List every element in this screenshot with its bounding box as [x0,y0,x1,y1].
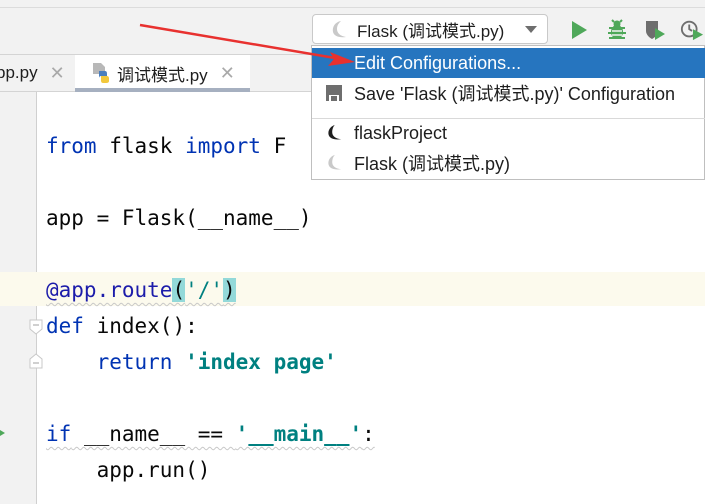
run-button[interactable] [567,18,591,42]
code-line-7: app.run() [46,458,211,482]
run-with-coverage-button[interactable] [643,18,667,42]
tab-debug-mode-py[interactable]: 调试模式.py ✕ [75,55,250,92]
code-line-2: app = Flask(__name__) [46,206,312,230]
tab-label: 调试模式.py [117,65,208,85]
run-gutter-icon[interactable] [0,428,6,438]
tab-label: pp.py [0,63,38,82]
code-line-3: @app.route('/') [46,278,236,302]
editor-tab-bar: pp.py ✕ 调试模式.py ✕ [0,55,312,92]
main-toolbar: Flask (调试模式.py) [0,0,705,55]
menu-item-flask-project[interactable]: flaskProject [312,118,705,148]
menu-item-save-configuration[interactable]: Save 'Flask (调试模式.py)' Configuration [312,78,705,108]
current-line-highlight [0,272,705,306]
menu-separator [312,118,705,119]
code-line-5: return 'index page' [96,350,337,374]
menu-item-edit-configurations[interactable]: Edit Configurations... [312,48,705,78]
debug-icon [608,19,626,39]
menu-item-flask-debug-mode[interactable]: Flask (调试模式.py) [312,148,705,178]
fold-start-icon[interactable] [29,319,43,335]
profile-icon [680,20,704,41]
save-icon [326,85,342,101]
close-icon[interactable]: ✕ [49,62,65,83]
code-line-1: from flask import F [46,134,287,158]
chevron-down-icon [525,26,537,33]
run-config-popup-menu: Edit Configurations... Save 'Flask (调试模式… [311,45,705,180]
profile-button[interactable] [680,18,704,42]
python-file-icon [93,63,109,83]
run-config-label: Flask (调试模式.py) [357,21,505,41]
run-configuration-dropdown[interactable]: Flask (调试模式.py) [312,14,548,44]
code-line-4: def index(): [46,314,198,338]
run-icon [572,21,587,39]
toolbar-top-strip [0,0,705,8]
flask-icon [332,21,346,38]
tab-app-py[interactable]: pp.py ✕ [0,55,65,91]
code-line-6: if __name__ == '__main__': [46,422,375,446]
flask-icon-faded [328,154,342,170]
flask-icon [328,124,342,140]
coverage-icon [646,21,665,40]
fold-end-icon[interactable] [29,353,43,369]
debug-button[interactable] [605,18,629,42]
close-icon[interactable]: ✕ [219,62,235,83]
